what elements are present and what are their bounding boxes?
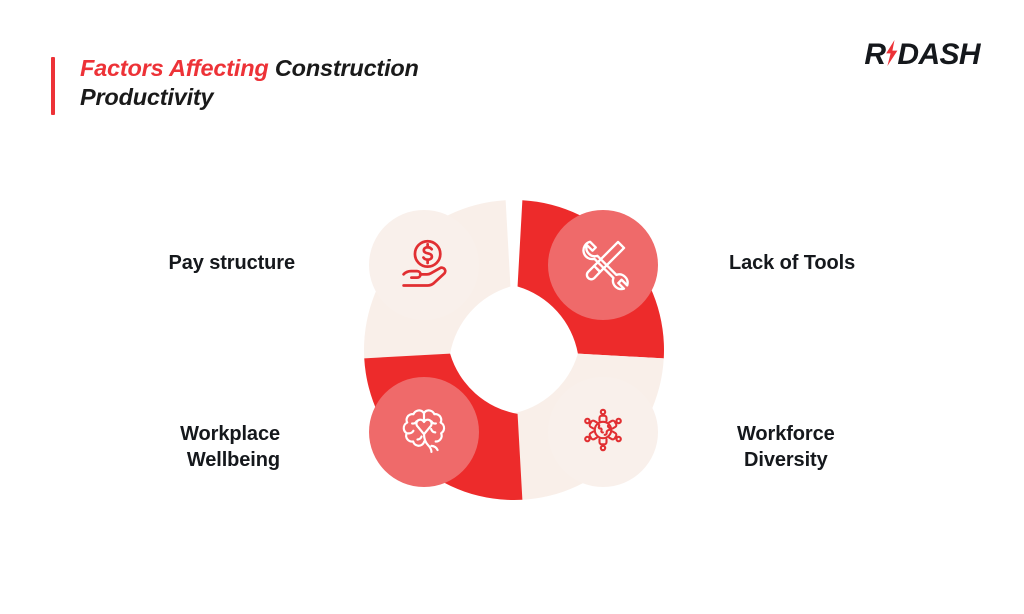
label-pay-structure: Pay structure xyxy=(168,252,295,274)
page-title: Factors Affecting Construction Productiv… xyxy=(80,54,460,111)
hand-holding-coin-icon xyxy=(395,234,453,297)
label-workforce-diversity: Workforce Diversity xyxy=(737,423,835,471)
title-accent-bar xyxy=(51,57,55,115)
wrench-screwdriver-icon xyxy=(574,234,632,297)
label-workplace-wellbeing: Workplace Wellbeing xyxy=(180,423,280,471)
lightning-bolt-icon xyxy=(885,40,898,66)
node-workplace-wellbeing[interactable] xyxy=(369,377,479,487)
logo-text-dash: DASH xyxy=(897,38,980,71)
node-lack-of-tools[interactable] xyxy=(548,210,658,320)
globe-people-diversity-icon xyxy=(575,402,631,463)
page-title-accent: Factors Affecting xyxy=(80,55,269,81)
logo-text-r: R xyxy=(864,38,886,71)
brain-heart-icon xyxy=(395,401,453,464)
node-workforce-diversity[interactable] xyxy=(548,377,658,487)
cycle-diagram xyxy=(364,200,664,500)
node-pay-structure[interactable] xyxy=(369,210,479,320)
page-title-block: Factors Affecting Construction Productiv… xyxy=(51,54,460,115)
page-title-rest: Construction Productivity xyxy=(80,55,419,110)
brand-logo[interactable]: R DASH xyxy=(864,38,980,72)
label-lack-of-tools: Lack of Tools xyxy=(729,252,856,274)
